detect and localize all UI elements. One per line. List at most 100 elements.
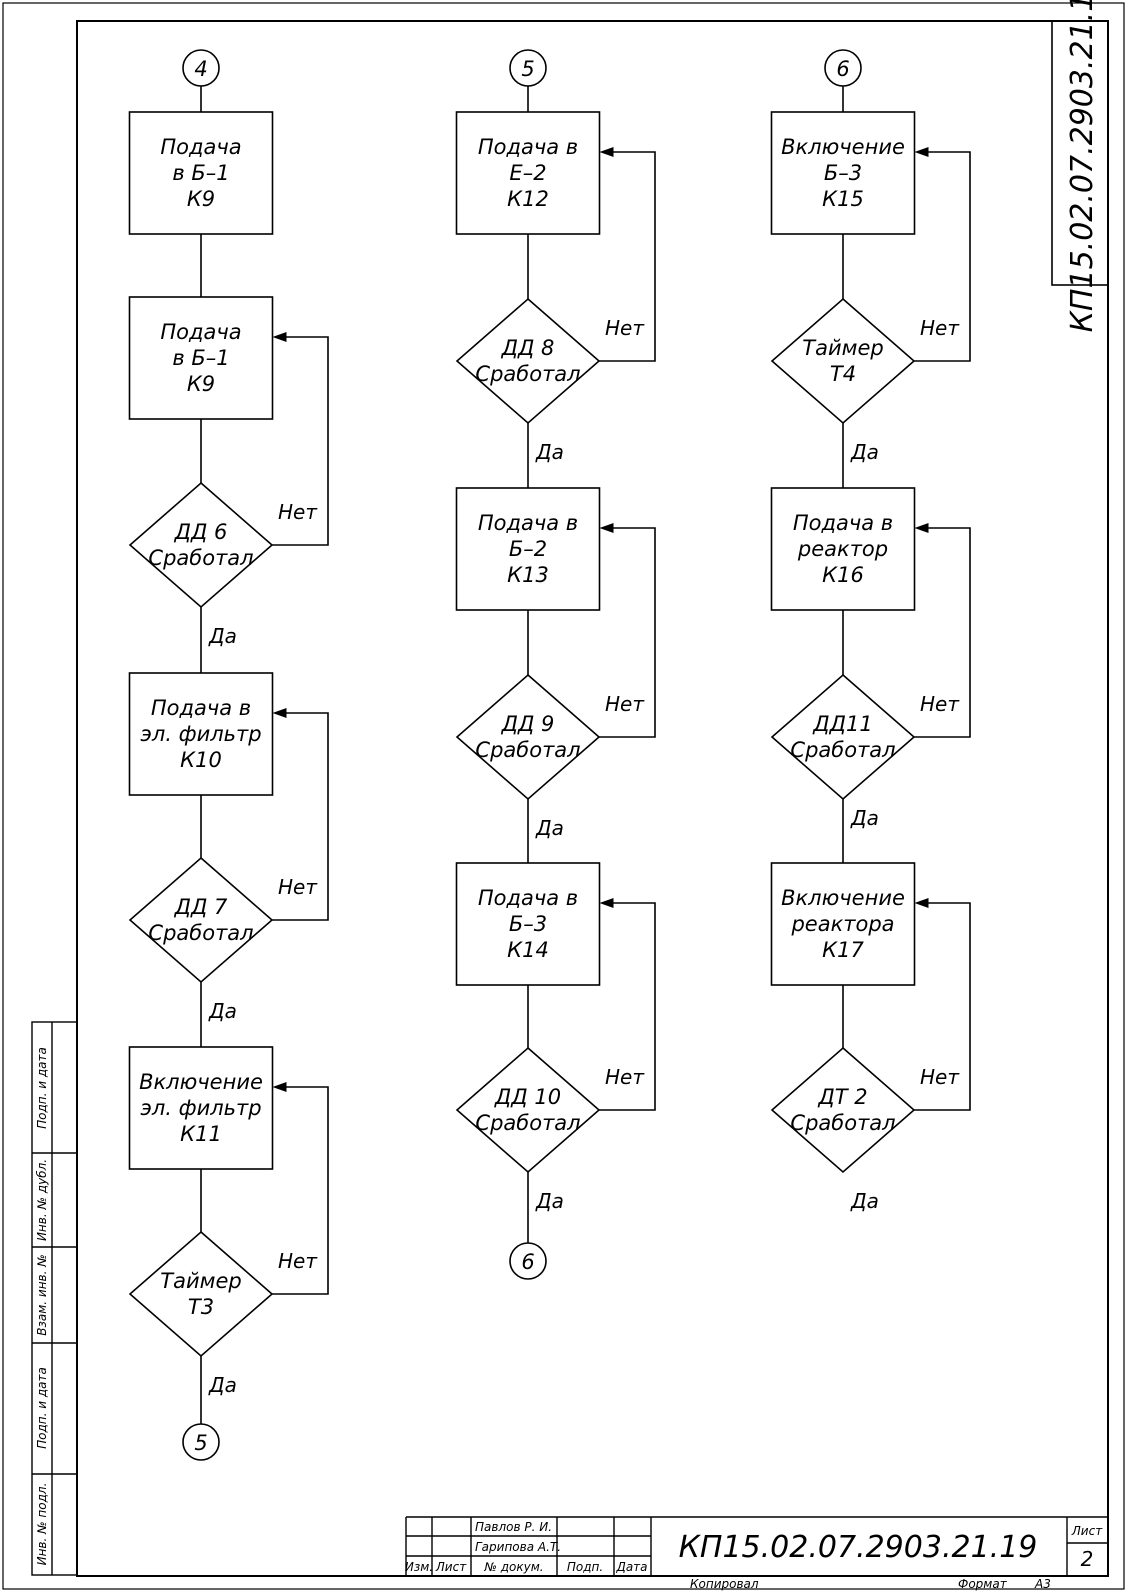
connector-c1-bottom-text: 5	[194, 1431, 207, 1455]
arrow-head	[272, 708, 287, 718]
decision-0-3-line-1: Т3	[188, 1295, 214, 1319]
decision-2-2-line-0: ДТ 2	[817, 1085, 867, 1109]
decision-diamond	[128, 1230, 274, 1358]
format-value: А3	[1034, 1577, 1051, 1591]
feedback-line	[272, 1086, 329, 1295]
no-label: Нет	[920, 316, 960, 340]
stamp-col-list: Лист	[435, 1560, 467, 1574]
side-mutual-inv: Взам. инв. №	[35, 1254, 49, 1335]
connector-c3-top	[824, 49, 862, 87]
process-box	[455, 111, 601, 235]
feedback-line	[599, 527, 656, 738]
decision-1-1-line-0: ДД 9	[501, 712, 555, 736]
side-sign-date-2: Подп. и дата	[35, 1367, 49, 1449]
decision-0-1-line-0: ДД 6	[174, 520, 228, 544]
yes-label: Да	[850, 440, 879, 464]
arrow-head	[914, 898, 929, 908]
decision-0-3-line-0: Таймер	[160, 1269, 241, 1293]
process-box	[128, 672, 274, 796]
no-label: Нет	[278, 875, 318, 899]
process-0-2-line-1: эл. фильтр	[140, 722, 261, 746]
connector-c2-top	[509, 49, 547, 87]
stamp-sheet-number: 2	[1081, 1547, 1094, 1571]
process-1-1-line-1: Б–2	[509, 537, 547, 561]
title-block	[405, 1516, 1108, 1576]
decision-diamond	[770, 297, 916, 425]
yes-label: Да	[535, 440, 564, 464]
stamp-col-sign: Подп.	[567, 1560, 603, 1574]
decision-2-1-line-1: Сработал	[790, 738, 895, 762]
connector-c1-bottom	[182, 1423, 220, 1461]
decision-0-1-line-1: Сработал	[148, 546, 253, 570]
process-box	[455, 862, 601, 986]
process-1-0-line-0: Подача в	[478, 135, 578, 159]
stamp-surname-1: Павлов Р. И.	[475, 1520, 552, 1534]
yes-label: Да	[208, 999, 237, 1023]
process-box	[770, 862, 916, 986]
process-2-1-line-0: Подача в	[793, 511, 893, 535]
stamp-col-izm: Изм.	[405, 1560, 433, 1574]
process-2-2-line-2: К17	[822, 938, 864, 962]
feedback-line	[599, 151, 656, 362]
process-2-2-line-0: Включение	[781, 886, 905, 910]
side-sign-date-1: Подп. и дата	[35, 1047, 49, 1129]
side-dup-inv: Инв. № дубл.	[35, 1159, 49, 1241]
feedback-line	[272, 712, 329, 921]
decision-2-0-line-0: Таймер	[802, 336, 883, 360]
decision-1-0-line-1: Сработал	[475, 362, 580, 386]
process-2-0-line-0: Включение	[781, 135, 905, 159]
stamp-doc-code: КП15.02.07.2903.21.19	[679, 1530, 1038, 1565]
copied-label: Копировал	[690, 1577, 759, 1591]
process-box	[128, 1046, 274, 1170]
process-box	[455, 487, 601, 611]
arrow-head	[599, 147, 614, 157]
no-label: Нет	[605, 1065, 645, 1089]
side-strip	[31, 1021, 78, 1576]
no-label: Нет	[605, 692, 645, 716]
arrow-head	[914, 147, 929, 157]
arrow-head	[599, 898, 614, 908]
connector-c1-top-text: 4	[194, 57, 207, 81]
decision-diamond	[128, 856, 274, 984]
yes-label: Да	[850, 1189, 879, 1213]
process-1-2-line-0: Подача в	[478, 886, 578, 910]
connector-c1-top	[182, 49, 220, 87]
decision-2-1-line-0: ДД11	[812, 712, 873, 736]
decision-1-2-line-1: Сработал	[475, 1111, 580, 1135]
no-label: Нет	[605, 316, 645, 340]
side-orig-inv: Инв. № подл.	[35, 1483, 49, 1566]
yes-label: Да	[208, 1373, 237, 1397]
process-0-3-line-2: К11	[180, 1122, 222, 1146]
feedback-line	[599, 902, 656, 1111]
no-label: Нет	[920, 692, 960, 716]
process-0-0-line-0: Подача	[160, 135, 241, 159]
yes-label: Да	[850, 806, 879, 830]
process-0-3-line-0: Включение	[139, 1070, 263, 1094]
feedback-line	[914, 527, 971, 738]
process-box	[128, 296, 274, 420]
process-0-2-line-2: К10	[180, 748, 222, 772]
format-label: Формат	[958, 1577, 1008, 1591]
process-box	[770, 487, 916, 611]
decision-diamond	[455, 673, 601, 801]
process-2-0-line-2: К15	[822, 187, 864, 211]
process-2-2-line-1: реактора	[790, 912, 894, 936]
decision-1-1-line-1: Сработал	[475, 738, 580, 762]
yes-label: Да	[535, 1189, 564, 1213]
feedback-line	[272, 336, 329, 546]
arrow-head	[599, 523, 614, 533]
process-2-0-line-1: Б–3	[824, 161, 862, 185]
process-1-1-line-0: Подача в	[478, 511, 578, 535]
process-0-1-line-2: К9	[187, 372, 215, 396]
decision-2-2-line-1: Сработал	[790, 1111, 895, 1135]
feedback-line	[914, 902, 971, 1111]
arrow-head	[272, 332, 287, 342]
top-code-box: КП15.02.07.2903.21.19	[1051, 0, 1109, 332]
process-0-1-line-0: Подача	[160, 320, 241, 344]
decision-0-2-line-0: ДД 7	[174, 895, 228, 919]
process-0-2-line-0: Подача в	[151, 696, 251, 720]
decision-1-0-line-0: ДД 8	[501, 336, 555, 360]
process-1-2-line-2: К14	[507, 938, 549, 962]
decision-1-2-line-0: ДД 10	[494, 1085, 561, 1109]
